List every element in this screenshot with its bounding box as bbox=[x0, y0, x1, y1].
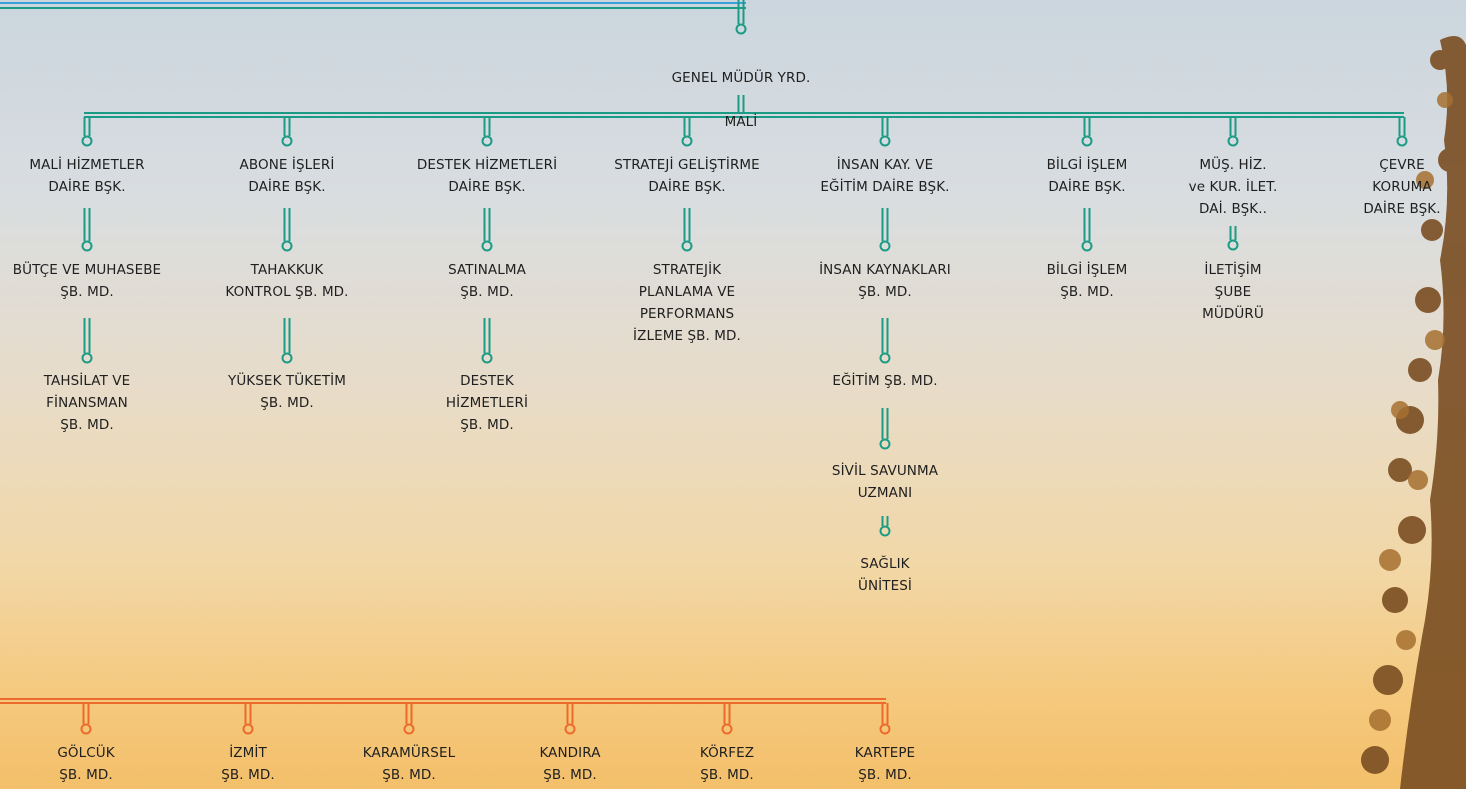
unit-connector-10-dot bbox=[879, 525, 891, 537]
unit-connector-12-dot bbox=[1227, 239, 1239, 251]
unit-yuksek-tuketim: YÜKSEK TÜKETİM ŞB. MD. bbox=[227, 373, 346, 411]
department-connector-4-dot bbox=[879, 135, 891, 147]
title-line-1: GENEL MÜDÜR YRD. bbox=[671, 70, 811, 86]
department-connector-5-dot bbox=[1081, 135, 1093, 147]
unit-connector-0-dot bbox=[81, 240, 93, 252]
branch-kandira: KANDIRA ŞB. MD. bbox=[539, 745, 601, 783]
branch-connector-1-dot bbox=[242, 723, 254, 735]
department-musteri-hizmetleri: MÜŞ. HİZ. ve KUR. İLET. DAİ. BŞK.. bbox=[1188, 157, 1278, 217]
general-deputy-director-title: GENEL MÜDÜR YRD. MALİ bbox=[651, 45, 831, 155]
department-connector-6-dot bbox=[1227, 135, 1239, 147]
unit-connector-1-dot bbox=[81, 352, 93, 364]
unit-connector-8-dot bbox=[879, 352, 891, 364]
unit-saglik-unitesi: SAĞLIK ÜNİTESİ bbox=[858, 556, 912, 594]
unit-connector-11-dot bbox=[1081, 240, 1093, 252]
branch-connector-5-dot bbox=[879, 723, 891, 735]
department-insan-kaynaklari: İNSAN KAY. VE EĞİTİM DAİRE BŞK. bbox=[820, 157, 950, 195]
branch-connector-0-dot bbox=[80, 723, 92, 735]
department-abone-isleri: ABONE İŞLERİ DAİRE BŞK. bbox=[239, 157, 335, 195]
unit-stratejik-planlama: STRATEJİK PLANLAMA VE PERFORMANS İZLEME … bbox=[633, 262, 741, 344]
unit-connector-5-dot bbox=[481, 352, 493, 364]
unit-connector-4-dot bbox=[481, 240, 493, 252]
department-connector-1-dot bbox=[281, 135, 293, 147]
department-connector-3-dot bbox=[681, 135, 693, 147]
department-strateji-gelistirme: STRATEJİ GELİŞTİRME DAİRE BŞK. bbox=[614, 157, 760, 195]
department-connector-2-dot bbox=[481, 135, 493, 147]
department-cevre-koruma: ÇEVRE KORUMA DAİRE BŞK. bbox=[1363, 157, 1441, 217]
unit-connector-9-dot bbox=[879, 438, 891, 450]
department-destek-hizmetleri: DESTEK HİZMETLERİ DAİRE BŞK. bbox=[416, 157, 558, 195]
branch-kartepe: KARTEPE ŞB. MD. bbox=[854, 745, 916, 783]
unit-iletisim: İLETİŞİM ŞUBE MÜDÜRÜ bbox=[1202, 262, 1264, 322]
unit-connector-2-dot bbox=[281, 240, 293, 252]
unit-satinalma: SATINALMA ŞB. MD. bbox=[448, 262, 526, 300]
unit-tahakkuk-kontrol: TAHAKKUK KONTROL ŞB. MD. bbox=[225, 262, 349, 300]
branch-connector-4-dot bbox=[721, 723, 733, 735]
department-connector-7-dot bbox=[1396, 135, 1408, 147]
unit-bilgi-islem: BİLGİ İŞLEM ŞB. MD. bbox=[1046, 262, 1128, 300]
unit-sivil-savunma: SİVİL SAVUNMA UZMANI bbox=[831, 463, 939, 501]
branch-connector-3-dot bbox=[564, 723, 576, 735]
unit-destek-hizmetleri: DESTEK HİZMETLERİ ŞB. MD. bbox=[445, 373, 529, 433]
unit-connector-6-dot bbox=[681, 240, 693, 252]
unit-butce-muhasebe: BÜTÇE VE MUHASEBE ŞB. MD. bbox=[12, 262, 162, 300]
branch-izmit: İZMİT ŞB. MD. bbox=[221, 745, 275, 783]
department-bilgi-islem: BİLGİ İŞLEM DAİRE BŞK. bbox=[1046, 157, 1128, 195]
top-connector-dot bbox=[735, 23, 747, 35]
unit-egitim: EĞİTİM ŞB. MD. bbox=[832, 373, 938, 389]
autumn-tree-icon bbox=[1361, 36, 1466, 789]
branch-connector-2-dot bbox=[403, 723, 415, 735]
title-line-2: MALİ bbox=[724, 114, 758, 130]
unit-connector-7-dot bbox=[879, 240, 891, 252]
department-mali-hizmetler: MALİ HİZMETLER DAİRE BŞK. bbox=[29, 157, 145, 195]
branch-korfez: KÖRFEZ ŞB. MD. bbox=[699, 745, 755, 783]
department-connector-0-dot bbox=[81, 135, 93, 147]
unit-connector-3-dot bbox=[281, 352, 293, 364]
unit-tahsilat-finansman: TAHSİLAT VE FİNANSMAN ŞB. MD. bbox=[43, 373, 131, 433]
branch-karamursel: KARAMÜRSEL ŞB. MD. bbox=[362, 745, 456, 783]
unit-insan-kaynaklari: İNSAN KAYNAKLARI ŞB. MD. bbox=[819, 262, 951, 300]
branch-golcuk: GÖLCÜK ŞB. MD. bbox=[57, 745, 115, 783]
